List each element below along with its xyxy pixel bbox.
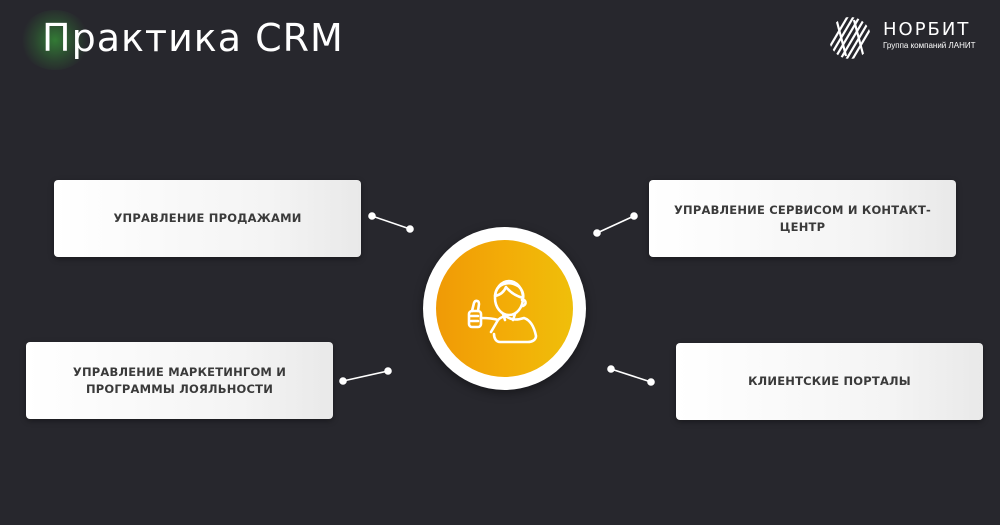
card-service-contact-center[interactable]: Управление сервисом и контакт-центр <box>649 180 956 257</box>
card-label: Клиентские порталы <box>748 374 911 388</box>
crm-hub-inner <box>436 240 573 377</box>
connector-portals <box>607 365 655 386</box>
card-label: Управление продажами <box>113 211 302 225</box>
card-label: Управление маркетингом и программы лояль… <box>72 364 287 396</box>
card-label: Управление сервисом и контакт-центр <box>673 202 932 234</box>
card-client-portals[interactable]: Клиентские порталы <box>676 343 983 420</box>
connector-sales <box>368 212 414 233</box>
thumbs-up-person-icon <box>467 279 538 344</box>
crm-hub <box>423 227 586 390</box>
connector-service <box>593 212 638 237</box>
connector-marketing <box>339 367 392 385</box>
card-marketing-loyalty[interactable]: Управление маркетингом и программы лояль… <box>26 342 333 419</box>
page-title: Практика CRM <box>42 16 344 60</box>
title-glow <box>20 10 90 70</box>
company-logo[interactable]: НОРБИТ Группа компаний ЛАНИТ <box>828 16 988 60</box>
logo-tagline: Группа компаний ЛАНИТ <box>883 41 976 50</box>
card-sales-management[interactable]: Управление продажами <box>54 180 361 257</box>
logo-name: НОРБИТ <box>883 19 971 40</box>
logo-mark-icon <box>829 17 871 59</box>
